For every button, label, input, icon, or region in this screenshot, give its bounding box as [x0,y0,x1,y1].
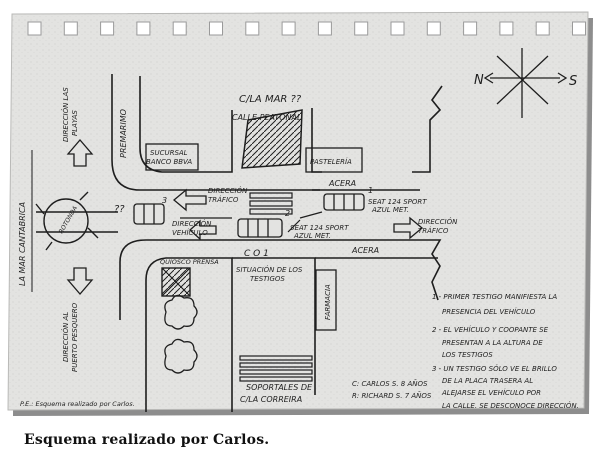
spiral-hole [27,21,42,36]
spiral-hole [463,21,478,36]
spiral-hole [390,21,405,36]
label-car2-1: SEAT 124 SPORT [290,224,349,232]
pedestrian-plaza [241,109,303,169]
spiral-hole [572,21,586,36]
car-3 [133,203,165,225]
note-line: PRESENTAN A LA ALTURA DE [442,339,543,347]
label-acera-top: ACERA [328,179,356,188]
label-premarimo: PREMARIMO [119,109,128,158]
label-playas-2: PLAYAS [71,110,79,136]
note-line: PRESENCIA DEL VEHÍCULO [442,307,536,316]
street-lines [31,74,443,412]
label-soportales-2: C/LA CORREIRA [240,395,302,404]
label-quiosco: QUIOSCO PRENSA [160,258,219,266]
trees [164,294,198,374]
label-puerto-1: DIRECCIÓN AL [61,312,70,362]
note-line: LOS TESTIGOS [442,351,493,359]
spiral-hole [317,21,332,36]
label-witness-2: TESTIGOS [250,275,285,283]
label-trafico-left-1: DIRECCIÓN [208,186,248,195]
note-line: 1 - PRIMER TESTIGO MANIFIESTA LA [432,293,557,301]
spiral-hole [499,21,514,36]
spiral-hole [245,21,260,36]
spiral-hole [281,21,296,36]
spiral-hole [172,21,187,36]
label-num-2: 2 [285,209,290,218]
kiosk [161,267,191,297]
label-vehiculo-2: VEHÍCULO [172,228,208,237]
label-trafico-left-2: TRÁFICO [208,195,239,204]
label-puerto-2: PUERTO PESQUERO [71,302,79,372]
label-qq: ?? [114,204,125,215]
label-num-3: 3 [162,196,167,205]
compass-south: S [569,74,577,89]
label-vehiculo-1: DIRECCIÓN [172,219,212,228]
farmacia-box [315,269,337,331]
bank-box [145,143,199,171]
label-c-la-mar: C/LA MAR ?? [239,94,302,105]
spiral-hole [136,21,151,36]
note-line: 2 - EL VEHÍCULO Y COOPANTE SE [432,325,549,334]
note-line: 3 - UN TESTIGO SÓLO VE EL BRILLO [432,364,557,373]
note-line: ALEJARSE EL VEHÍCULO POR [441,388,541,397]
spiral-hole [100,21,115,36]
label-car1-2: AZUL MET. [371,206,409,214]
note-line: DE LA PLACA TRASERA AL [442,377,533,385]
car-path-lines [180,211,323,233]
caption: Esquema realizado por Carlos. [24,432,270,448]
label-la-mar-cantabrica: LA MAR CANTABRICA [18,202,27,286]
label-farmacia: FARMACIA [324,284,332,320]
label-soportales-1: SOPORTALES DE [246,383,313,392]
label-banco: BANCO BBVA [146,158,192,166]
car-1 [323,193,365,211]
roundabout [35,191,99,251]
note-line: LA CALLE. SE DESCONOCE DIRECCIÓN. [442,401,579,410]
label-signature: P.E.: Esquema realizado por Carlos. [20,400,135,408]
label-acera-bottom: ACERA [351,246,379,255]
label-trafico-right-1: DIRECCIÓN [418,217,458,226]
spiral-hole [535,21,550,36]
label-car2-2: AZUL MET. [293,232,331,240]
car-2 [237,218,283,238]
spiral-hole [209,21,223,36]
spiral-holes [27,21,586,36]
label-kid-richard: R: RICHARD S. 7 AÑOS [352,391,432,400]
label-car1-1: SEAT 124 SPORT [368,198,427,206]
crosswalk [239,192,313,382]
direction-arrows [66,139,424,295]
label-pasteleria: PASTELERÍA [310,157,352,166]
spiral-hole [63,21,78,36]
label-trafico-right-2: TRÁFICO [418,226,449,235]
label-kid-carlos: C: CARLOS S. 8 AÑOS [352,379,428,388]
label-witness-1: SITUACIÓN DE LOS [236,265,303,274]
pasteleria-box [305,147,363,173]
notes-list: 1 - PRIMER TESTIGO MANIFIESTA LA PRESENCI… [432,293,579,410]
label-sucursal: SUCURSAL [150,149,188,157]
label-calle-peatonal: CALLE PEATONAL [232,113,301,122]
spiral-hole [354,21,369,36]
label-playas-1: DIRECCIÓN LAS [61,87,70,142]
compass-rose [483,48,568,118]
compass-north: N [474,73,484,88]
spiral-hole [426,21,441,36]
label-witness-marks: C O 1 [244,249,269,259]
paper-sheet [7,11,593,416]
label-num-1: 1 [368,186,373,195]
